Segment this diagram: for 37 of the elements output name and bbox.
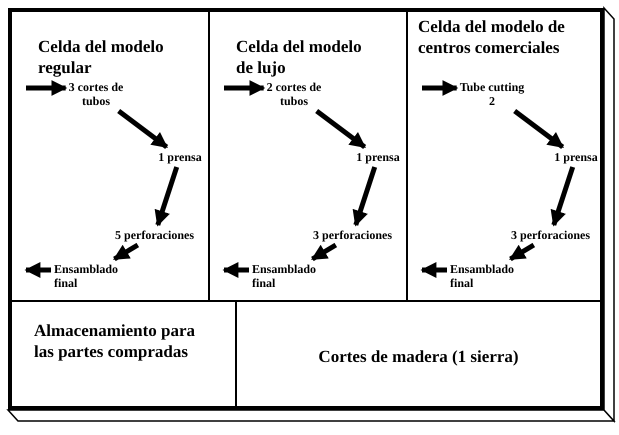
flow-arrow: [420, 262, 447, 278]
station-label: Ensamblado final: [450, 262, 530, 290]
flow-arrow: [154, 166, 180, 227]
area-title: Almacenamiento para las partes compradas: [34, 320, 196, 362]
station-label: 1 prensa: [158, 150, 202, 164]
station-label: 3 perforaciones: [486, 228, 590, 242]
flow-arrow: [311, 242, 338, 262]
flow-arrow: [26, 80, 68, 96]
flow-arrow: [352, 166, 378, 227]
station-label: Ensamblado final: [54, 262, 134, 290]
flow-arrow: [24, 262, 51, 278]
station-label: 3 perforaciones: [288, 228, 392, 242]
station-label: 5 perforaciones: [90, 228, 194, 242]
station-label: Tube cutting 2: [458, 80, 526, 108]
area-title: Celda del modelo regular: [38, 36, 165, 78]
area-title: Celda del modelo de lujo: [236, 36, 363, 78]
flow-arrow: [509, 242, 536, 262]
cell-area: [10, 300, 237, 408]
station-label: 1 prensa: [554, 150, 598, 164]
station-label: 3 cortes de tubos: [62, 80, 130, 108]
flow-arrow: [315, 109, 366, 149]
station-label: Ensamblado final: [252, 262, 332, 290]
floor-plan-outline: [8, 8, 604, 410]
cell-area: [406, 10, 602, 302]
flow-arrow: [422, 80, 458, 96]
flow-arrow: [222, 262, 249, 278]
area-title: Cortes de madera (1 sierra): [317, 346, 520, 367]
cell-area: [10, 10, 210, 302]
station-label: 2 cortes de tubos: [260, 80, 328, 108]
flow-arrow: [550, 166, 576, 227]
flow-arrow: [224, 80, 266, 96]
flow-arrow: [113, 242, 140, 262]
flow-arrow: [117, 109, 168, 149]
area-title: Celda del modelo de centros comerciales: [418, 16, 566, 58]
cell-area: [235, 300, 602, 408]
flow-arrow: [513, 109, 564, 149]
station-label: 1 prensa: [356, 150, 400, 164]
